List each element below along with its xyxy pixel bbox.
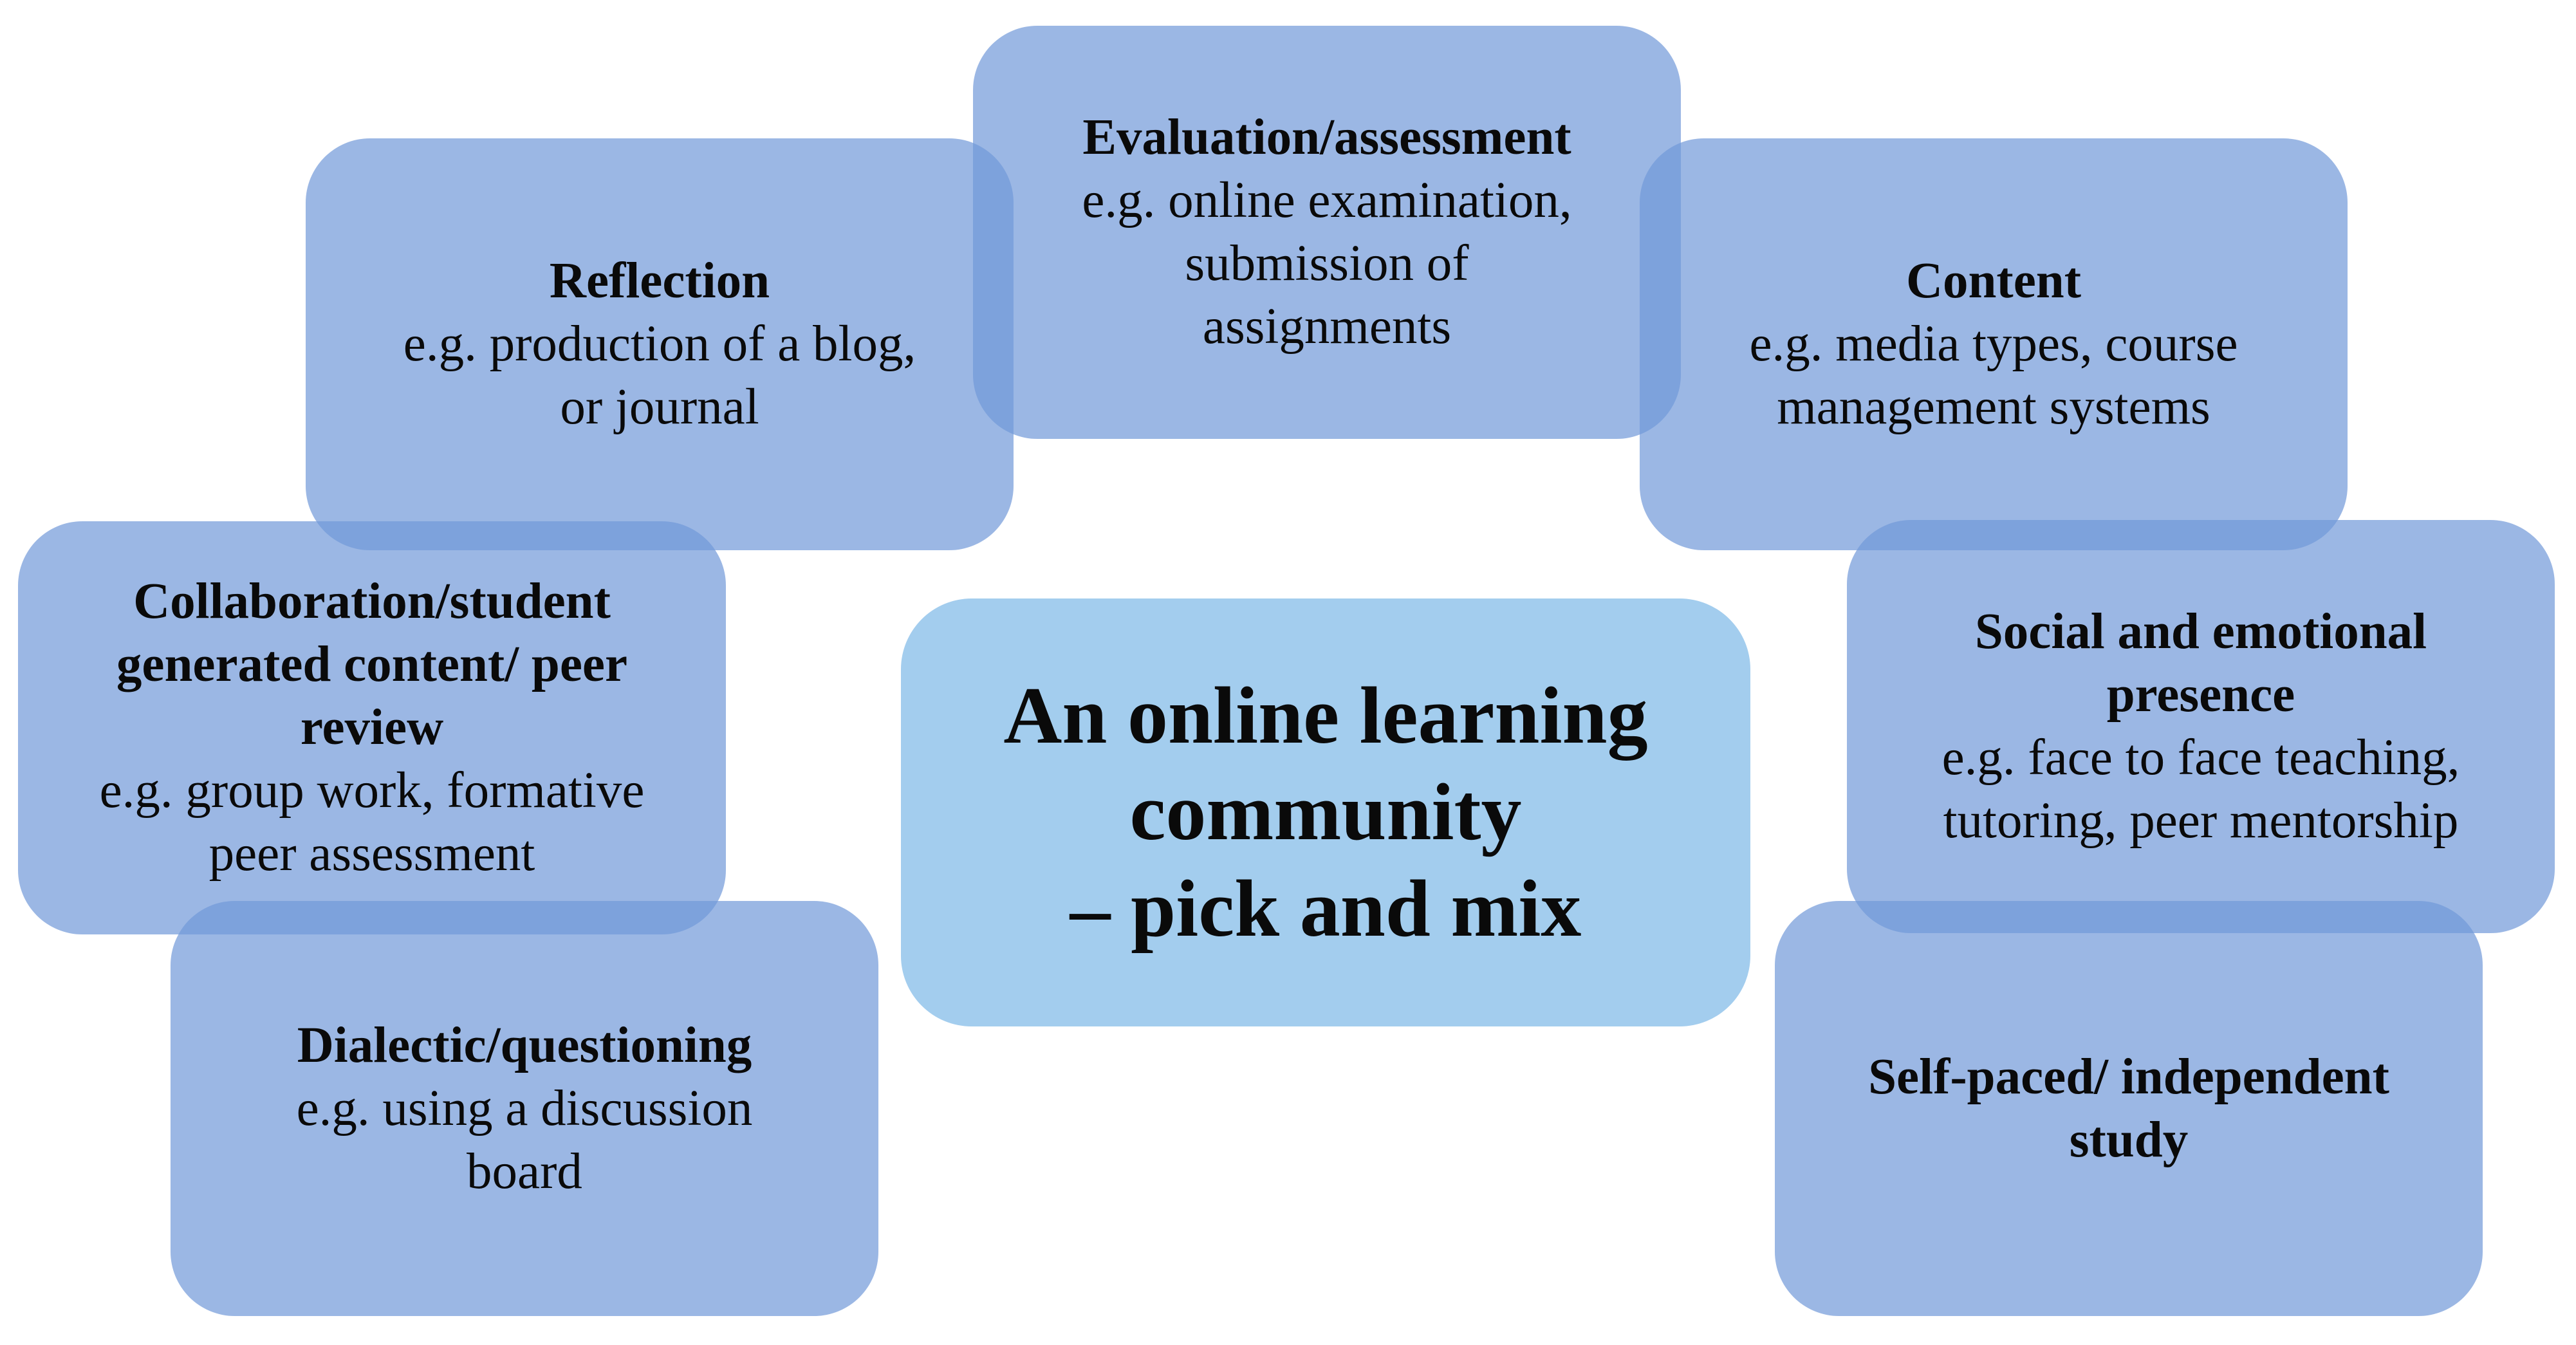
node-social-presence: Social and emotional presence e.g. face … <box>1847 520 2555 933</box>
node-title: Dialectic/questioning <box>297 1017 752 1073</box>
node-title: Collaboration/student generated content/… <box>116 573 628 756</box>
node-example: e.g. production of a blog, or journal <box>403 316 916 435</box>
center-node: An online learning community – pick and … <box>901 598 1750 1026</box>
center-title: An online learning community – pick and … <box>1003 671 1648 954</box>
node-content: Content e.g. media types, course managem… <box>1640 138 2348 550</box>
node-title: Social and emotional presence <box>1974 604 2427 723</box>
node-title: Reflection <box>549 253 770 309</box>
node-title: Self-paced/ independent study <box>1868 1048 2389 1168</box>
node-example: e.g. group work, formative peer assessme… <box>99 763 645 882</box>
node-title: Content <box>1905 253 2082 309</box>
node-example: e.g. using a discussion board <box>296 1080 753 1200</box>
node-self-paced: Self-paced/ independent study <box>1775 901 2483 1316</box>
node-example: e.g. online examination, submission of a… <box>1082 172 1572 355</box>
node-dialectic: Dialectic/questioning e.g. using a discu… <box>171 901 878 1316</box>
node-example: e.g. face to face teaching, tutoring, pe… <box>1941 730 2460 849</box>
node-title: Evaluation/assessment <box>1082 109 1571 165</box>
node-reflection: Reflection e.g. production of a blog, or… <box>306 138 1014 550</box>
node-collaboration: Collaboration/student generated content/… <box>18 521 726 934</box>
node-example: e.g. media types, course management syst… <box>1749 316 2238 435</box>
node-evaluation: Evaluation/assessment e.g. online examin… <box>973 26 1681 439</box>
